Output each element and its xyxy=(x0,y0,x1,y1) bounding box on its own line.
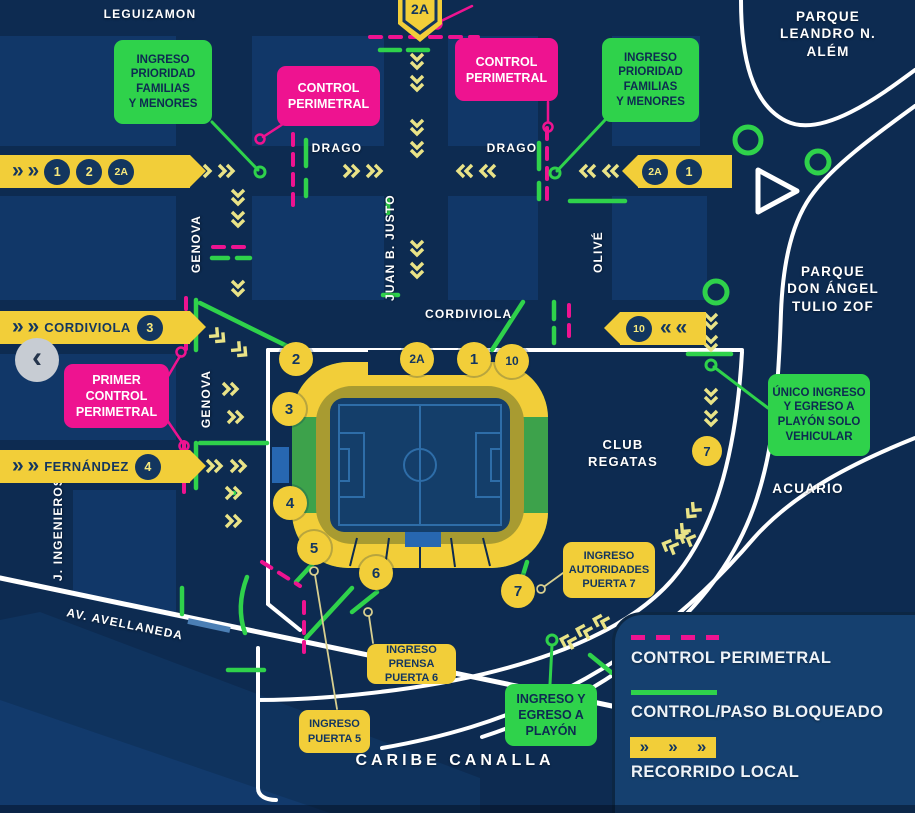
stop-5: 5 xyxy=(297,531,331,565)
stop-4: 4 xyxy=(273,486,307,520)
stop-3: 3 xyxy=(272,392,306,426)
green-ring-icon xyxy=(732,124,764,156)
legend-green-line-icon xyxy=(631,690,717,695)
road-block-left xyxy=(266,348,302,632)
banner-route-east: 2A 1 xyxy=(622,155,732,188)
legend-pink-dash-icon xyxy=(631,635,719,640)
back-button[interactable]: ‹ xyxy=(15,338,59,382)
route-circle-2a: 2A xyxy=(642,158,668,185)
legend-recorrido-local: RECORRIDO LOCAL xyxy=(631,763,800,781)
stop-7-playon: 7 xyxy=(692,436,722,466)
street-caribe-canalla: CARIBE CANALLA xyxy=(355,752,555,769)
stop-2: 2 xyxy=(279,342,313,376)
route-circle-4: 4 xyxy=(134,453,161,480)
green-control-lines xyxy=(179,47,734,676)
route-2a-shield xyxy=(398,0,442,42)
stop-7: 7 xyxy=(501,574,535,608)
stadium-west-gate xyxy=(272,447,289,483)
legend-control-paso-bloqueado: CONTROL/PASO BLOQUEADO xyxy=(631,703,884,721)
chevrons-right-icon: » » xyxy=(12,158,39,182)
route-circle-2: 2 xyxy=(76,158,103,185)
street-j-ingenieros: J. INGENIEROS xyxy=(51,476,65,582)
stop-6: 6 xyxy=(359,556,393,590)
route-2a-shield-label: 2A xyxy=(411,1,429,17)
road-stadium-ring xyxy=(256,350,744,702)
road-park-u xyxy=(739,0,915,128)
road-blue-segment xyxy=(187,618,231,633)
banner-fernandez: » » FERNÁNDEZ 4 xyxy=(0,450,206,483)
legend-yellow-chevrons-icon: »»» xyxy=(630,737,716,758)
route-circle-10: 10 xyxy=(626,315,652,342)
pitch-markings xyxy=(338,404,502,526)
roundabout-markers xyxy=(702,124,832,306)
banner-route-10: 10 « « xyxy=(604,312,706,345)
green-ring-icon xyxy=(702,278,730,306)
legend-panel: CONTROL PERIMETRAL CONTROL/PASO BLOQUEAD… xyxy=(612,612,915,813)
route-circle-3: 3 xyxy=(136,314,163,341)
stop-10: 10 xyxy=(495,344,529,378)
chevrons-left-icon: « « xyxy=(660,315,687,339)
street-drago-east: DRAGO xyxy=(486,141,538,155)
street-leguizamon: LEGUIZAMON xyxy=(103,7,197,21)
route-circle-2a: 2A xyxy=(108,158,135,185)
route-circle-1: 1 xyxy=(44,158,71,185)
route-circle-1: 1 xyxy=(676,158,702,185)
road-vertical-sw xyxy=(256,646,278,802)
banner-fernandez-label: FERNÁNDEZ xyxy=(44,459,129,474)
legend-control-perimetral: CONTROL PERIMETRAL xyxy=(631,649,832,667)
street-genova-north: GENOVA xyxy=(189,214,203,274)
street-genova-south: GENOVA xyxy=(199,369,213,429)
banner-route-west: » » 1 2 2A xyxy=(0,155,206,188)
street-cordiviola-mid: CORDIVIOLA xyxy=(425,307,513,321)
street-drago-west: DRAGO xyxy=(311,141,363,155)
stadium xyxy=(272,350,548,568)
area-parque-zof: PARQUE DON ÁNGEL TULIO ZOF xyxy=(787,264,879,314)
street-juan-b-justo: JUAN B. JUSTO xyxy=(383,194,397,301)
leader-lines xyxy=(165,4,770,710)
area-parque-alem: PARQUE LEANDRO N. ALÉM xyxy=(780,9,876,59)
stop-2a: 2A xyxy=(400,342,434,376)
area-club-regatas: CLUB REGATAS xyxy=(587,437,659,469)
chevrons-right-icon: » » xyxy=(12,453,39,477)
green-ring-icon xyxy=(804,148,832,176)
banner-cordiviola-label: CORDIVIOLA xyxy=(44,320,131,335)
banner-cordiviola: » » CORDIVIOLA 3 xyxy=(0,311,206,344)
street-olive: OLIVÉ xyxy=(591,231,605,274)
stop-1: 1 xyxy=(457,342,491,376)
chevrons-right-icon: » » xyxy=(12,314,39,338)
stadium-tunnel xyxy=(405,532,441,547)
area-acuario: ACUARIO xyxy=(772,481,844,496)
triangle-icon xyxy=(755,167,800,215)
bottom-strip xyxy=(0,805,915,813)
